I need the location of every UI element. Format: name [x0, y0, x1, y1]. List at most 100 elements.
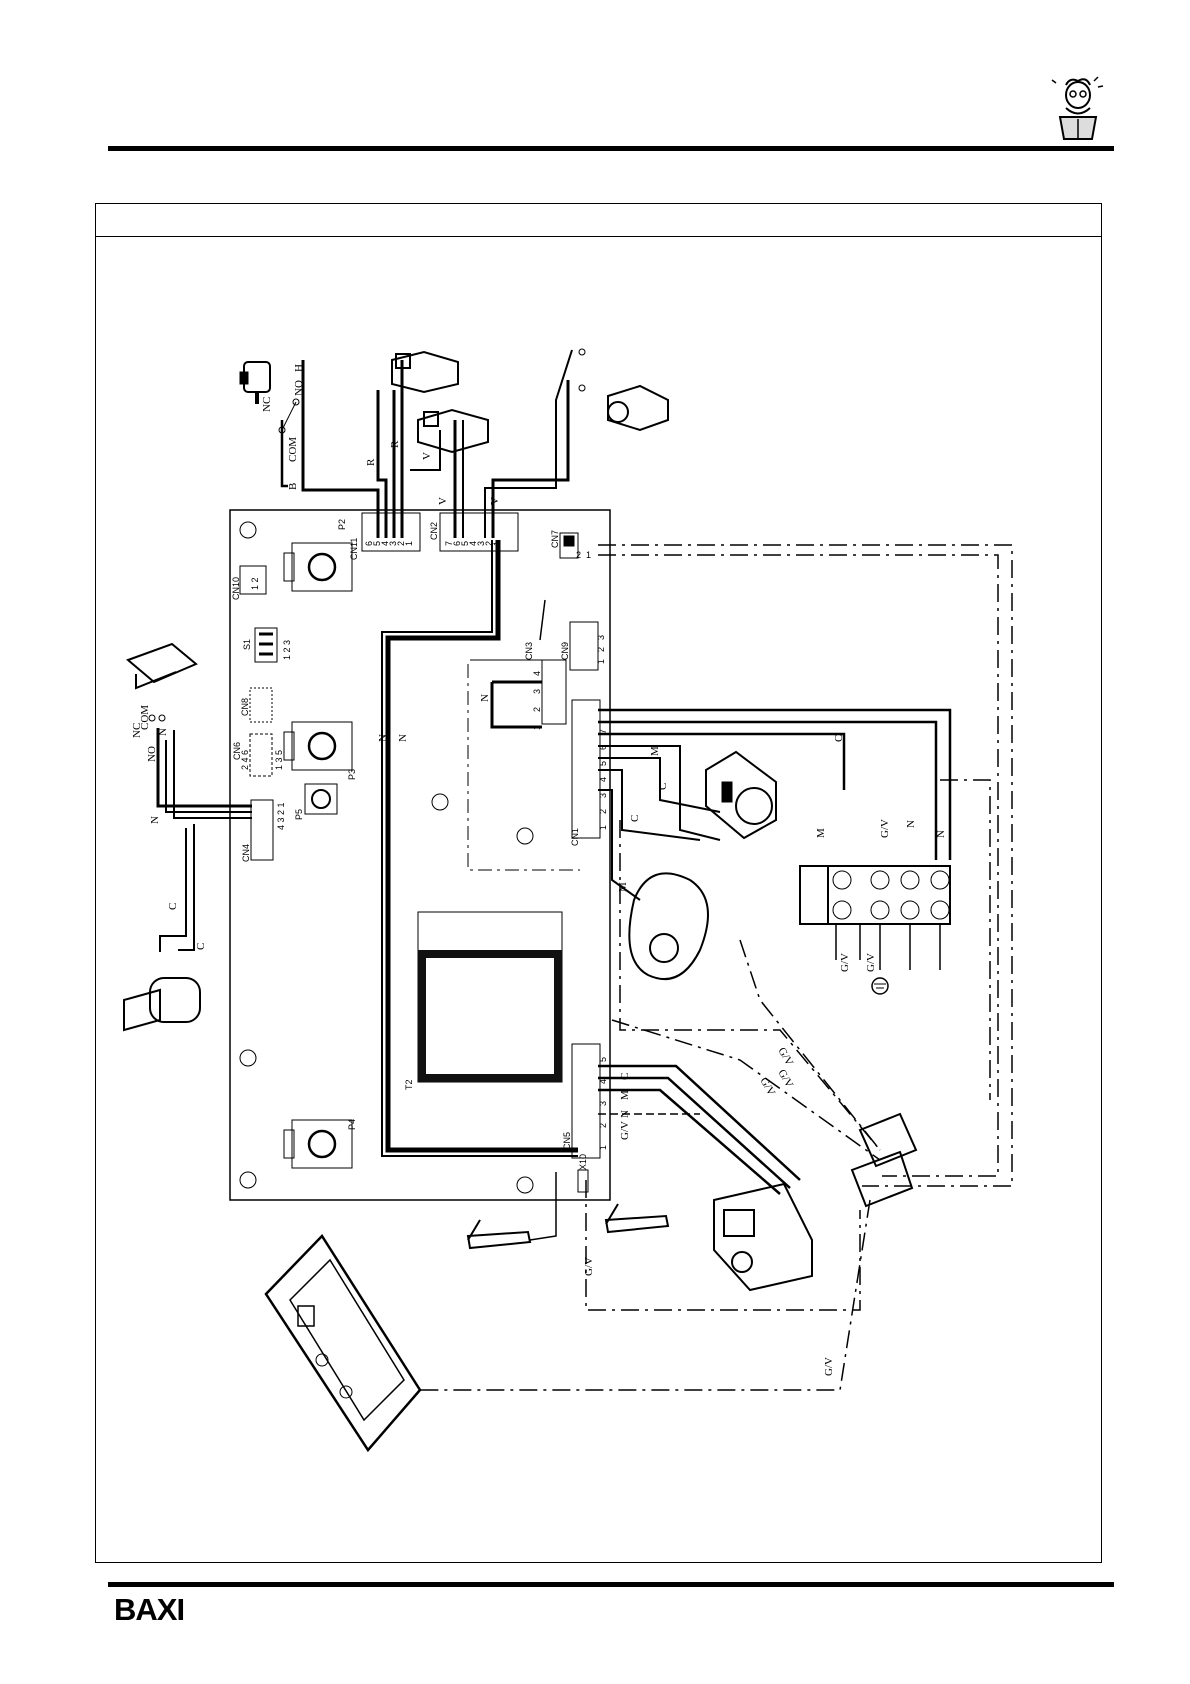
cn1-label: CN1 — [570, 828, 580, 846]
wire-label-gv: G/V — [619, 1121, 631, 1140]
wire-label-m: M — [815, 828, 827, 838]
cn1-pin: 1 — [598, 825, 608, 830]
wire-label-gv: G/V — [879, 819, 891, 838]
electrode-icon — [466, 1219, 532, 1250]
s1-label: S1 — [242, 639, 252, 650]
cn5-label: CN5 — [562, 1132, 572, 1150]
cn2-pin: 2 — [484, 541, 494, 546]
fan-icon — [628, 872, 709, 980]
cn4-pins-label: 4 3 2 1 — [276, 802, 286, 830]
control-board — [229, 509, 611, 1201]
cn7-label: CN7 — [550, 530, 560, 548]
cn2-pin: 4 — [468, 541, 478, 546]
cn2-label: CN2 — [429, 522, 439, 540]
connector-cn5 — [571, 1043, 601, 1159]
cn1-pin: 2 — [598, 809, 608, 814]
wire-label-nc: NC — [261, 397, 273, 412]
pot-p5[interactable] — [304, 783, 338, 815]
connector-cn11 — [361, 512, 421, 552]
wire-label-gv: G/V — [757, 1076, 777, 1098]
wire-label-n: N — [397, 734, 409, 742]
connector-cn8 — [249, 687, 273, 723]
cn5-pin: 3 — [598, 1101, 608, 1106]
t2-label: T2 — [404, 1079, 414, 1090]
wire-label-n: N — [619, 1110, 631, 1118]
pot-p2[interactable] — [283, 542, 353, 592]
footer-rule — [108, 1582, 1114, 1587]
burner-frame-icon — [264, 1233, 422, 1453]
wire-label-v: V — [489, 497, 501, 505]
cn11-pin: 2 — [396, 541, 406, 546]
cn9-label: CN9 — [560, 642, 570, 660]
gas-valve-icon — [713, 1182, 813, 1292]
wire-label-n-left: N — [157, 728, 169, 736]
connector-cn2 — [439, 512, 519, 552]
diagram-title-bar — [96, 204, 1101, 237]
cn11-pin: 4 — [380, 541, 390, 546]
wire-label-n: N — [935, 830, 947, 838]
wire-label-n: N — [479, 694, 491, 702]
pot-p3[interactable] — [283, 721, 353, 771]
cn3-pin: 3 — [532, 689, 542, 694]
p5-label: P5 — [294, 809, 304, 820]
cn2-pin: 5 — [460, 541, 470, 546]
wire-label-no-left: NO — [146, 746, 158, 762]
wire-label-v: V — [437, 497, 449, 505]
earth-icon — [871, 977, 889, 995]
wire-label-gv: G/V — [775, 1046, 795, 1068]
wire-label-com: COM — [287, 437, 299, 462]
cn5-pin: 4 — [598, 1079, 608, 1084]
brand-logo: BAXI — [114, 1592, 185, 1627]
micro-switch-icon — [126, 642, 198, 690]
wire-label-gv: G/V — [583, 1257, 595, 1276]
wire-label-c-left2: C — [195, 943, 207, 950]
wire-label-gv: G/V — [823, 1357, 835, 1376]
cn3-label: CN3 — [524, 642, 534, 660]
electrode-icon — [604, 1203, 670, 1234]
cn3-pin: 4 — [532, 671, 542, 676]
connector-cn6 — [249, 733, 273, 777]
pressure-switch-icon — [239, 361, 271, 404]
cn5-pin: 1 — [598, 1145, 608, 1150]
cn2-pin: 1 — [492, 541, 502, 546]
diagram-frame — [95, 203, 1102, 1563]
cn9-pin: 2 — [596, 647, 606, 652]
flow-switch-icon — [607, 384, 669, 432]
pot-p4[interactable] — [283, 1119, 353, 1169]
wire-label-c: C — [657, 783, 669, 790]
cn5-pin: 5 — [598, 1057, 608, 1062]
cn8-label: CN8 — [240, 698, 250, 716]
wire-label-nc-left: NC — [131, 723, 143, 738]
cn10-pins-label: 1 2 — [250, 577, 260, 590]
cn4-label: CN4 — [241, 844, 251, 862]
connector-cn3 — [541, 659, 567, 725]
cn2-pin: 6 — [452, 541, 462, 546]
cn1-pin: 7 — [598, 729, 608, 734]
wire-label-c: C — [629, 815, 641, 822]
wire-label-m: M — [649, 746, 661, 756]
wire-label-com-left: COM — [139, 705, 151, 730]
connector-cn10 — [239, 565, 267, 595]
wire-label-gv: G/V — [865, 953, 877, 972]
wire-label-m: M — [619, 1090, 631, 1100]
connector-cn7 — [559, 532, 579, 559]
cn11-pin: 6 — [364, 541, 374, 546]
cn6-label: CN6 — [232, 742, 242, 760]
cn7-pin: 1 — [586, 550, 591, 560]
cn9-pin: 1 — [596, 659, 606, 664]
cn10-label: CN10 — [231, 577, 241, 600]
p3-label: P3 — [347, 769, 357, 780]
connector-cn9 — [569, 621, 599, 671]
ntc-sensor-icon — [417, 408, 489, 454]
cn6-top-pins-label: 2 4 6 — [240, 750, 250, 770]
cn11-pin: 5 — [372, 541, 382, 546]
cn11-pin: 3 — [388, 541, 398, 546]
dip-switch-s1[interactable] — [254, 627, 278, 663]
cn6-bottom-pins-label: 1 3 5 — [274, 750, 284, 770]
mascot-reading-icon — [1051, 76, 1104, 140]
pump-icon — [705, 750, 777, 840]
cn1-pin: 3 — [598, 793, 608, 798]
wire-label-c: C — [833, 735, 845, 742]
wire-label-r: R — [365, 458, 377, 466]
